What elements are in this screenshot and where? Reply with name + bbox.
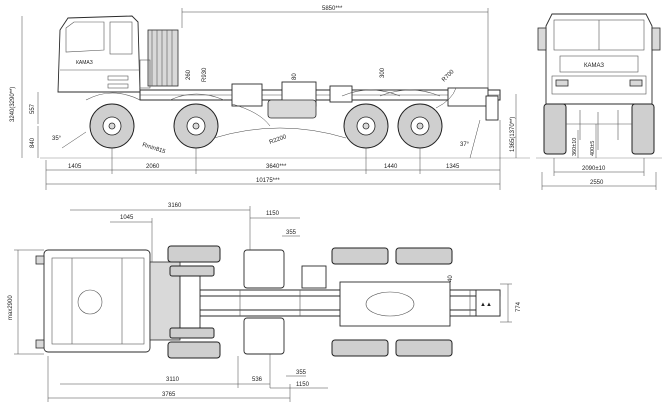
dim-3160: 3160 bbox=[168, 203, 182, 209]
dim-260: 260 bbox=[186, 69, 192, 80]
dim-front-height: 557 bbox=[30, 103, 36, 114]
dim-1045: 1045 bbox=[120, 215, 134, 221]
dim-wheelbase-total: 5850*** bbox=[322, 6, 343, 12]
dim-2060: 2060 bbox=[146, 164, 160, 170]
svg-text:КАМАЗ: КАМАЗ bbox=[584, 63, 604, 69]
dim-400: 400±5 bbox=[590, 141, 596, 156]
side-view: КАМАЗ bbox=[10, 6, 530, 190]
dim-40: 40 bbox=[448, 275, 454, 282]
front-view: КАМАЗ 360±10 400±5 2090±10 2550 bbox=[536, 13, 662, 190]
dim-355-top: 355 bbox=[286, 230, 297, 236]
dim-300: 300 bbox=[380, 67, 386, 78]
svg-text:▲▲: ▲▲ bbox=[480, 302, 492, 308]
dim-1405: 1405 bbox=[68, 164, 82, 170]
top-view: ▲▲ 3160 1045 1150 355 bbox=[8, 203, 522, 402]
top-wheels bbox=[167, 245, 453, 359]
dim-1150-top: 1150 bbox=[266, 211, 280, 217]
dim-3110: 3110 bbox=[166, 377, 180, 383]
dim-track: 2090±10 bbox=[582, 166, 606, 172]
dim-355-bottom: 355 bbox=[296, 370, 307, 376]
dim-360: 360±10 bbox=[572, 138, 578, 156]
dim-536: 536 bbox=[252, 377, 263, 383]
dim-1150-bottom: 1150 bbox=[296, 382, 310, 388]
dim-ground-clearance-front: 840 bbox=[30, 137, 36, 148]
frame-rail-side bbox=[139, 89, 501, 101]
dim-r-cab: R930 bbox=[202, 67, 208, 82]
dim-overall-length: 10175*** bbox=[256, 178, 280, 184]
dim-r-mid: R2200 bbox=[269, 134, 288, 146]
dim-80: 80 bbox=[292, 73, 298, 80]
dim-1440: 1440 bbox=[384, 164, 398, 170]
dim-1345: 1345 bbox=[446, 164, 460, 170]
svg-text:КАМАЗ: КАМАЗ bbox=[76, 60, 93, 66]
dim-r-rear: R700 bbox=[441, 69, 456, 84]
dim-3765: 3765 bbox=[162, 392, 176, 398]
dim-width: 2550 bbox=[590, 180, 604, 186]
dim-height-total: 3240(3290**) bbox=[10, 87, 16, 122]
cooling-package bbox=[147, 29, 179, 87]
dim-angle-front: 35° bbox=[52, 136, 62, 142]
dim-angle-rear: 37° bbox=[460, 142, 470, 148]
dim-774: 774 bbox=[516, 301, 522, 312]
dim-turn-radius-front: Rmin815 bbox=[141, 142, 166, 155]
dim-rear-height: 1365(1370**) bbox=[510, 117, 516, 152]
cab-top bbox=[43, 249, 151, 353]
dim-width-max: max2900 bbox=[8, 295, 14, 320]
dim-3640: 3640*** bbox=[266, 164, 287, 170]
side-wheels bbox=[89, 103, 443, 149]
